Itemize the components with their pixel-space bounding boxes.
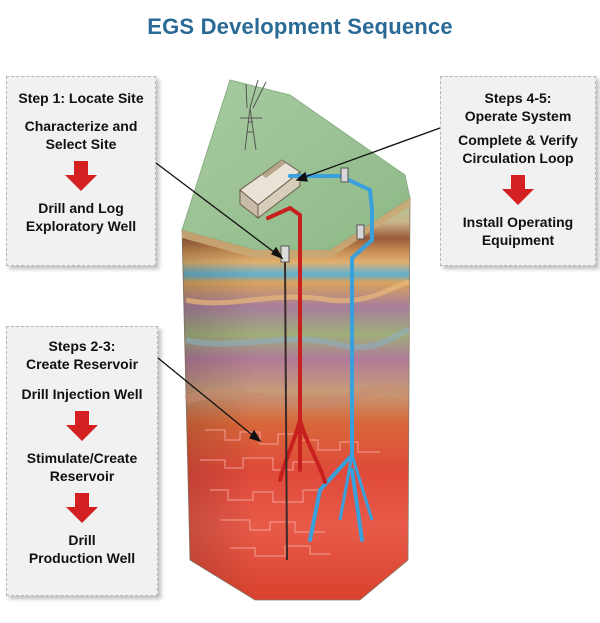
injection-well-pipe [288, 174, 374, 542]
steps23-heading-line1: Steps 2-3: [48, 338, 116, 354]
down-arrow-icon [66, 493, 98, 523]
step1-action2-line1: Drill and Log [38, 200, 124, 216]
steps23-action3-line2: Production Well [28, 550, 136, 566]
step1-action1-line1: Characterize and [24, 118, 138, 134]
steps45-action1-line1: Complete & Verify [458, 132, 578, 148]
step1-panel: Step 1: Locate Site Characterize and Sel… [6, 76, 156, 266]
down-arrow-icon [65, 161, 97, 191]
production-well-pipe [266, 205, 327, 484]
steps23-heading-line2: Create Reservoir [25, 356, 139, 372]
power-tower-icon [240, 79, 267, 151]
power-plant-icon [239, 159, 301, 220]
steps23-action3-line1: Drill [68, 532, 96, 548]
wellhead-valve [356, 224, 365, 240]
wellhead-valve [340, 167, 349, 183]
steps45-action1-line2: Circulation Loop [462, 150, 574, 166]
callout-lines [155, 127, 441, 443]
fracture-network [200, 429, 380, 557]
exploratory-well [280, 245, 290, 561]
down-arrow-icon [502, 175, 534, 205]
steps45-action2-line1: Install Operating [462, 214, 574, 230]
steps23-action1: Drill Injection Well [21, 386, 143, 402]
diagram-title: EGS Development Sequence [147, 14, 453, 39]
step1-action1-line2: Select Site [45, 136, 117, 152]
steps23-panel: Steps 2-3: Create Reservoir Drill Inject… [6, 326, 158, 596]
steps23-action2-line1: Stimulate/Create [26, 450, 138, 466]
rock-column [181, 197, 411, 601]
steps45-heading-line2: Operate System [464, 108, 572, 124]
step1-action2-line2: Exploratory Well [25, 218, 137, 234]
steps45-panel: Steps 4-5: Operate System Complete & Ver… [440, 76, 596, 266]
steps23-action2-line2: Reservoir [49, 468, 115, 484]
down-arrow-icon [66, 411, 98, 441]
steps45-action2-line2: Equipment [481, 232, 555, 248]
step1-heading: Step 1: Locate Site [18, 90, 144, 106]
cold-pipe-branch [338, 454, 374, 521]
steps45-heading-line1: Steps 4-5: [484, 90, 552, 106]
